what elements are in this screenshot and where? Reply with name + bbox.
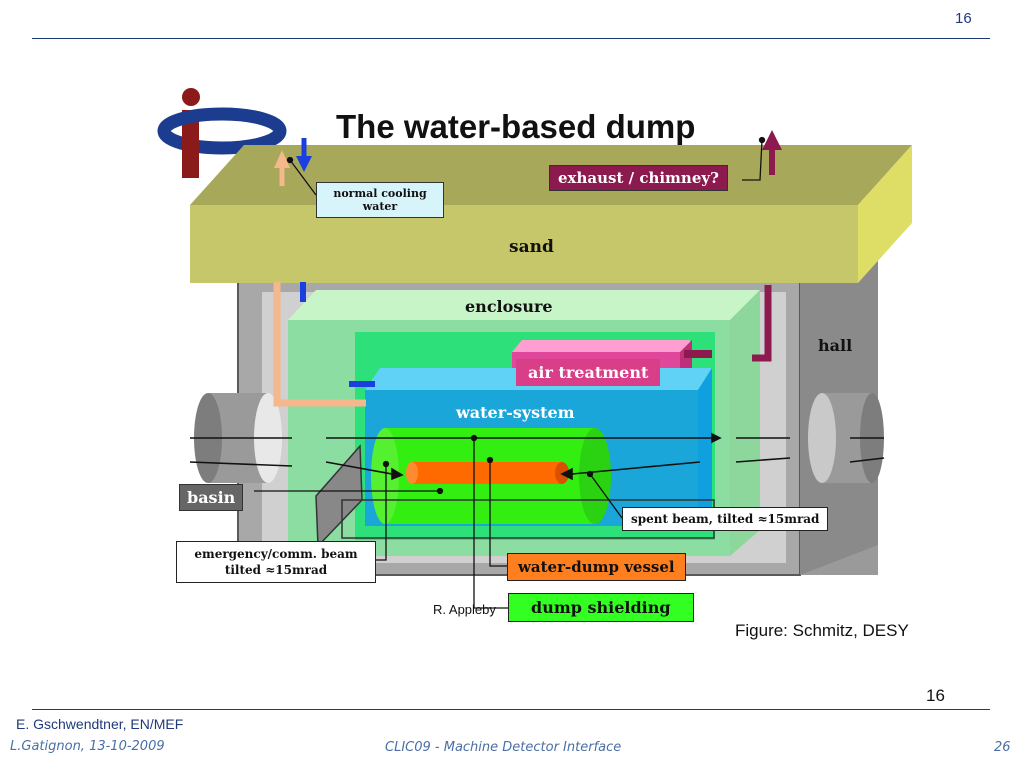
label-sand: sand [509, 237, 554, 257]
label-water-system: water-system [456, 403, 575, 422]
label-dump-shielding: dump shielding [508, 593, 694, 622]
diagram-title: The water-based dump [336, 108, 696, 145]
author-line: E. Gschwendtner, EN/MEF [16, 716, 184, 732]
water-dump-vessel-shape [406, 462, 569, 484]
label-spent-beam: spent beam, tilted ≈15mrad [622, 507, 829, 531]
cooling-pipes [273, 282, 772, 407]
label-exhaust-chimney: exhaust / chimney? [549, 165, 728, 191]
leader-lines [254, 136, 766, 609]
slide-number-top: 16 [955, 10, 972, 27]
page-number: 16 [926, 686, 945, 705]
arrows-icon [274, 130, 782, 186]
footer-event: CLIC09 - Machine Detector Interface [385, 740, 622, 755]
credit-appleby: R. Appleby [433, 602, 496, 617]
bottom-divider [32, 709, 990, 710]
footer-presenter-date: L.Gatignon, 13-10-2009 [10, 739, 165, 754]
label-water-dump-vessel: water-dump vessel [507, 553, 686, 581]
figure-credit: Figure: Schmitz, DESY [735, 621, 909, 640]
label-hall: hall [818, 336, 853, 355]
footer-slide-number: 26 [994, 740, 1011, 755]
ilc-logo-icon [157, 88, 287, 178]
label-emergency-beam: emergency/comm. beam tilted ≈15mrad [176, 541, 376, 583]
top-divider [32, 38, 990, 39]
label-enclosure: enclosure [465, 297, 553, 316]
label-normal-cooling-water: normal cooling water [316, 182, 444, 218]
label-basin: basin [179, 484, 244, 511]
beam-lines [189, 432, 885, 481]
label-air-treatment: air treatment [516, 359, 661, 386]
